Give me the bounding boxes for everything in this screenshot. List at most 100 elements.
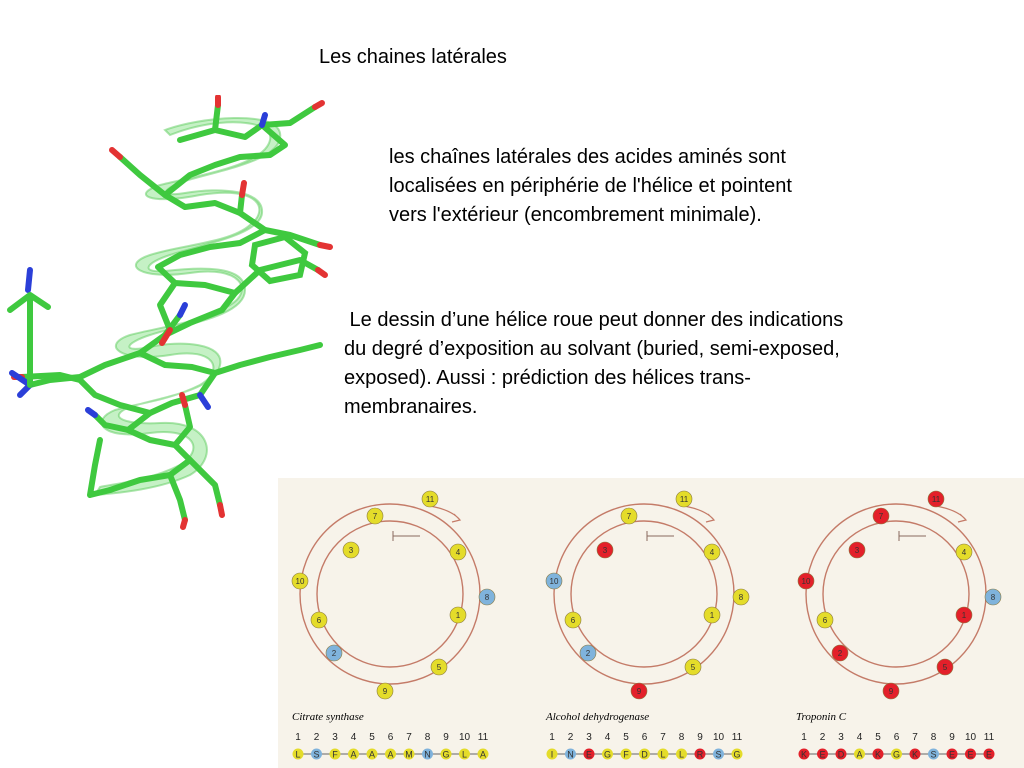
sequence-residue-letter: A xyxy=(369,750,375,760)
residue-number: 6 xyxy=(823,616,828,625)
sequence-residue-ball xyxy=(928,748,939,760)
residue-ball: 3 xyxy=(342,541,360,559)
sequence-residue-ball xyxy=(639,748,650,760)
sequence-position: 1 xyxy=(295,732,301,743)
residue-ball: 1 xyxy=(449,606,467,624)
residue-number: 3 xyxy=(349,546,354,555)
sequence-residue-letter: G xyxy=(893,750,900,760)
sequence-position: 7 xyxy=(912,732,918,743)
sequence-residue-letter: E xyxy=(986,750,992,760)
residue-ball: 9 xyxy=(630,682,648,700)
sequence-residue-ball xyxy=(854,748,865,760)
sequence-position: 1 xyxy=(549,732,555,743)
residue-ball: 5 xyxy=(684,658,702,676)
residue-number: 4 xyxy=(710,548,715,557)
wheel-ring xyxy=(570,520,718,668)
sequence-residue-letter: A xyxy=(480,750,486,760)
residue-number: 5 xyxy=(437,663,442,672)
sequence-position: 1 xyxy=(801,732,807,743)
residue-number: 7 xyxy=(627,512,632,521)
residue-ball: 3 xyxy=(848,541,866,559)
residue-ball: 7 xyxy=(620,507,638,525)
residue-number: 11 xyxy=(932,495,941,504)
sequence-position: 5 xyxy=(369,732,375,743)
residue-number: 5 xyxy=(691,663,696,672)
sequence-position: 4 xyxy=(605,732,611,743)
residue-ball: 5 xyxy=(936,658,954,676)
sequence-residue-letter: M xyxy=(405,750,413,760)
sequence-residue-ball xyxy=(713,748,724,760)
sequence-residue-letter: F xyxy=(332,750,338,760)
residue-number: 7 xyxy=(373,512,378,521)
residue-number: 9 xyxy=(889,687,894,696)
paragraph-line: les chaînes latérales des acides aminés … xyxy=(389,146,786,168)
wheel-name: Citrate synthase xyxy=(292,711,364,723)
residue-ball: 11 xyxy=(675,490,693,508)
sequence-residue-ball xyxy=(348,748,359,760)
helix-backbone xyxy=(19,102,323,523)
sequence-position: 8 xyxy=(425,732,431,743)
sequence-residue-ball xyxy=(565,748,576,760)
sequence-residue-ball xyxy=(440,748,452,760)
phenyl-ring xyxy=(248,233,309,285)
residue-number: 7 xyxy=(879,512,884,521)
sequence-position: 3 xyxy=(332,732,338,743)
sequence-position: 9 xyxy=(697,732,703,743)
residue-number: 9 xyxy=(637,687,642,696)
residue-number: 11 xyxy=(426,495,435,504)
residue-ball: 10 xyxy=(797,572,815,590)
sequence-residue-letter: D xyxy=(838,750,845,760)
paragraph-line: Le dessin d’une hélice roue peut donner … xyxy=(344,309,844,331)
residue-ball: 4 xyxy=(955,543,973,561)
residue-ball: 6 xyxy=(564,611,582,629)
residue-ball: 10 xyxy=(291,572,309,590)
sequence-position: 6 xyxy=(894,732,900,743)
sequence-residue-letter: A xyxy=(350,750,356,760)
sequence-residue-letter: R xyxy=(697,750,704,760)
residue-number: 6 xyxy=(317,616,322,625)
residue-number: 4 xyxy=(456,548,461,557)
residue-number: 1 xyxy=(710,611,715,620)
sequence-position: 8 xyxy=(679,732,685,743)
sequence-residue-letter: D xyxy=(641,750,648,760)
paragraph-line: du degré d’exposition au solvant (buried… xyxy=(344,338,840,360)
sequence-position: 7 xyxy=(406,732,412,743)
sequence-residue-ball xyxy=(983,748,995,760)
sequence-residue-ball xyxy=(477,748,489,760)
residue-ball: 6 xyxy=(816,611,834,629)
paragraph-line: exposed). Aussi : prédiction des hélices… xyxy=(344,367,751,389)
sequence-residue-letter: I xyxy=(551,750,554,760)
residue-ball: 3 xyxy=(596,541,614,559)
sequence-position: 5 xyxy=(875,732,881,743)
sequence-residue-ball xyxy=(891,748,902,760)
paragraph-line: vers l'extérieur (encombrement minimale)… xyxy=(389,204,762,226)
sequence-residue-letter: L xyxy=(295,750,300,760)
sequence-position: 10 xyxy=(459,732,471,743)
sequence-position: 10 xyxy=(965,732,977,743)
sequence-position: 10 xyxy=(713,732,725,743)
sequence-position: 11 xyxy=(984,732,995,743)
sequence-position: 3 xyxy=(586,732,592,743)
residue-ball: 9 xyxy=(376,682,394,700)
residue-number: 8 xyxy=(739,593,744,602)
sequence-position: 11 xyxy=(478,732,489,743)
sequence-residue-ball xyxy=(422,748,433,760)
residue-number: 10 xyxy=(802,577,811,586)
wheel-start-mark xyxy=(646,531,674,541)
sequence-position: 6 xyxy=(642,732,648,743)
sequence-position: 9 xyxy=(443,732,449,743)
sequence-position: 7 xyxy=(660,732,666,743)
sequence-residue-letter: A xyxy=(387,750,393,760)
sequence-residue-letter: G xyxy=(604,750,611,760)
residue-ball: 2 xyxy=(579,644,597,662)
paragraph-line: localisées en périphérie de l'hélice et … xyxy=(389,175,792,197)
direction-arrow-icon xyxy=(683,505,716,523)
residue-number: 11 xyxy=(680,495,689,504)
residue-ball: 8 xyxy=(478,588,496,606)
sequence-residue-letter: K xyxy=(912,750,918,760)
residue-ball: 8 xyxy=(732,588,750,606)
